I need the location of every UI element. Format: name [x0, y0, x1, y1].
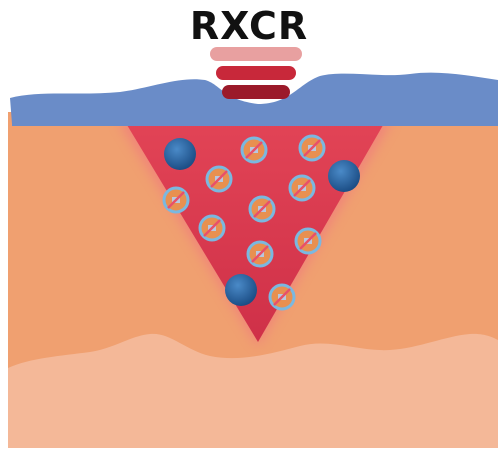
wound	[124, 120, 386, 342]
tissue-deep-layer	[8, 333, 498, 448]
inhibited-marker-icon	[298, 134, 326, 162]
inhibited-marker-icon	[268, 283, 296, 311]
title: RXCR	[189, 4, 309, 48]
inhibited-marker-icon	[246, 240, 274, 268]
inhibited-marker-icon	[248, 195, 276, 223]
blue-cell-icon	[164, 138, 196, 170]
blue-cell-icon	[328, 160, 360, 192]
inhibited-marker-icon	[162, 186, 190, 214]
bar-top	[210, 47, 302, 61]
inhibited-marker-icon	[288, 174, 316, 202]
blue-cell-icon	[225, 274, 257, 306]
inhibited-marker-icon	[240, 136, 268, 164]
surface-layer	[10, 72, 498, 126]
inhibited-marker-icon	[198, 214, 226, 242]
bar-middle	[216, 66, 296, 80]
bar-bottom	[222, 85, 290, 99]
inhibited-marker-icon	[294, 227, 322, 255]
inhibited-marker-icon	[205, 165, 233, 193]
